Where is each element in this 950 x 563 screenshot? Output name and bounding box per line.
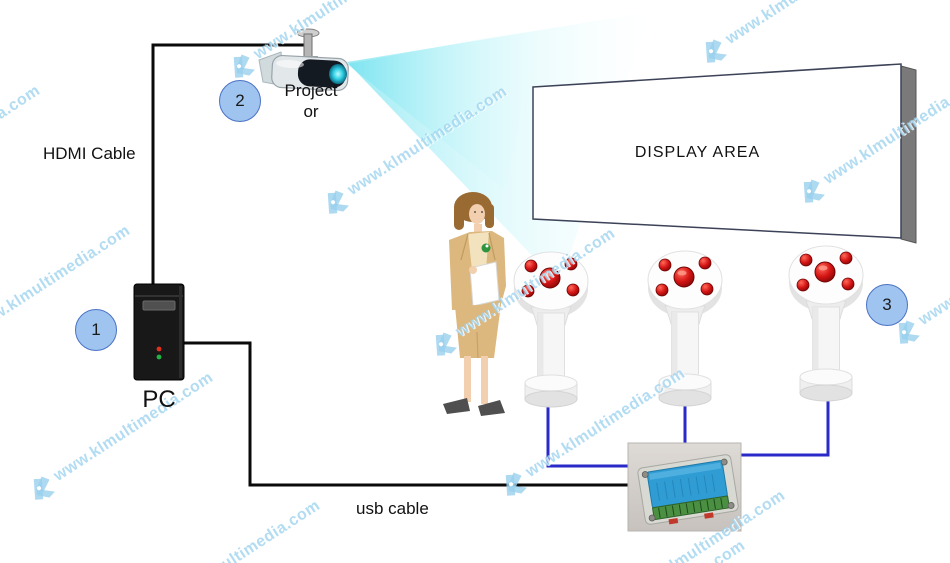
projector-lens bbox=[329, 64, 347, 84]
projector-label-line2: or bbox=[303, 102, 319, 121]
controller-box bbox=[627, 442, 742, 532]
hdmi-cable-label: HDMI Cable bbox=[43, 144, 136, 163]
usb-cable-label: usb cable bbox=[356, 499, 429, 518]
presenter-notes-paper bbox=[469, 261, 500, 307]
pc-label: PC bbox=[142, 386, 176, 413]
pc-power-led bbox=[156, 346, 162, 352]
display-area-label: DISPLAY AREA bbox=[634, 144, 761, 161]
projector-label: Project or bbox=[268, 80, 354, 122]
pc-hdd-led bbox=[156, 354, 162, 360]
usb-cable-line bbox=[184, 341, 630, 487]
pc-drive-bay bbox=[142, 300, 176, 311]
callout-2: 2 bbox=[219, 80, 261, 122]
projector bbox=[258, 28, 349, 92]
callout-2-number: 2 bbox=[235, 91, 245, 110]
presenter-woman bbox=[443, 192, 506, 416]
callout-1-number: 1 bbox=[91, 320, 101, 339]
pc-tower bbox=[133, 283, 185, 381]
callout-3: 3 bbox=[866, 284, 908, 326]
callout-1: 1 bbox=[75, 309, 117, 351]
controller-terminal-strip bbox=[651, 495, 731, 521]
hdmi-cable-line bbox=[151, 43, 310, 290]
projector-label-line1: Project bbox=[284, 81, 338, 100]
callout-3-number: 3 bbox=[882, 295, 892, 314]
